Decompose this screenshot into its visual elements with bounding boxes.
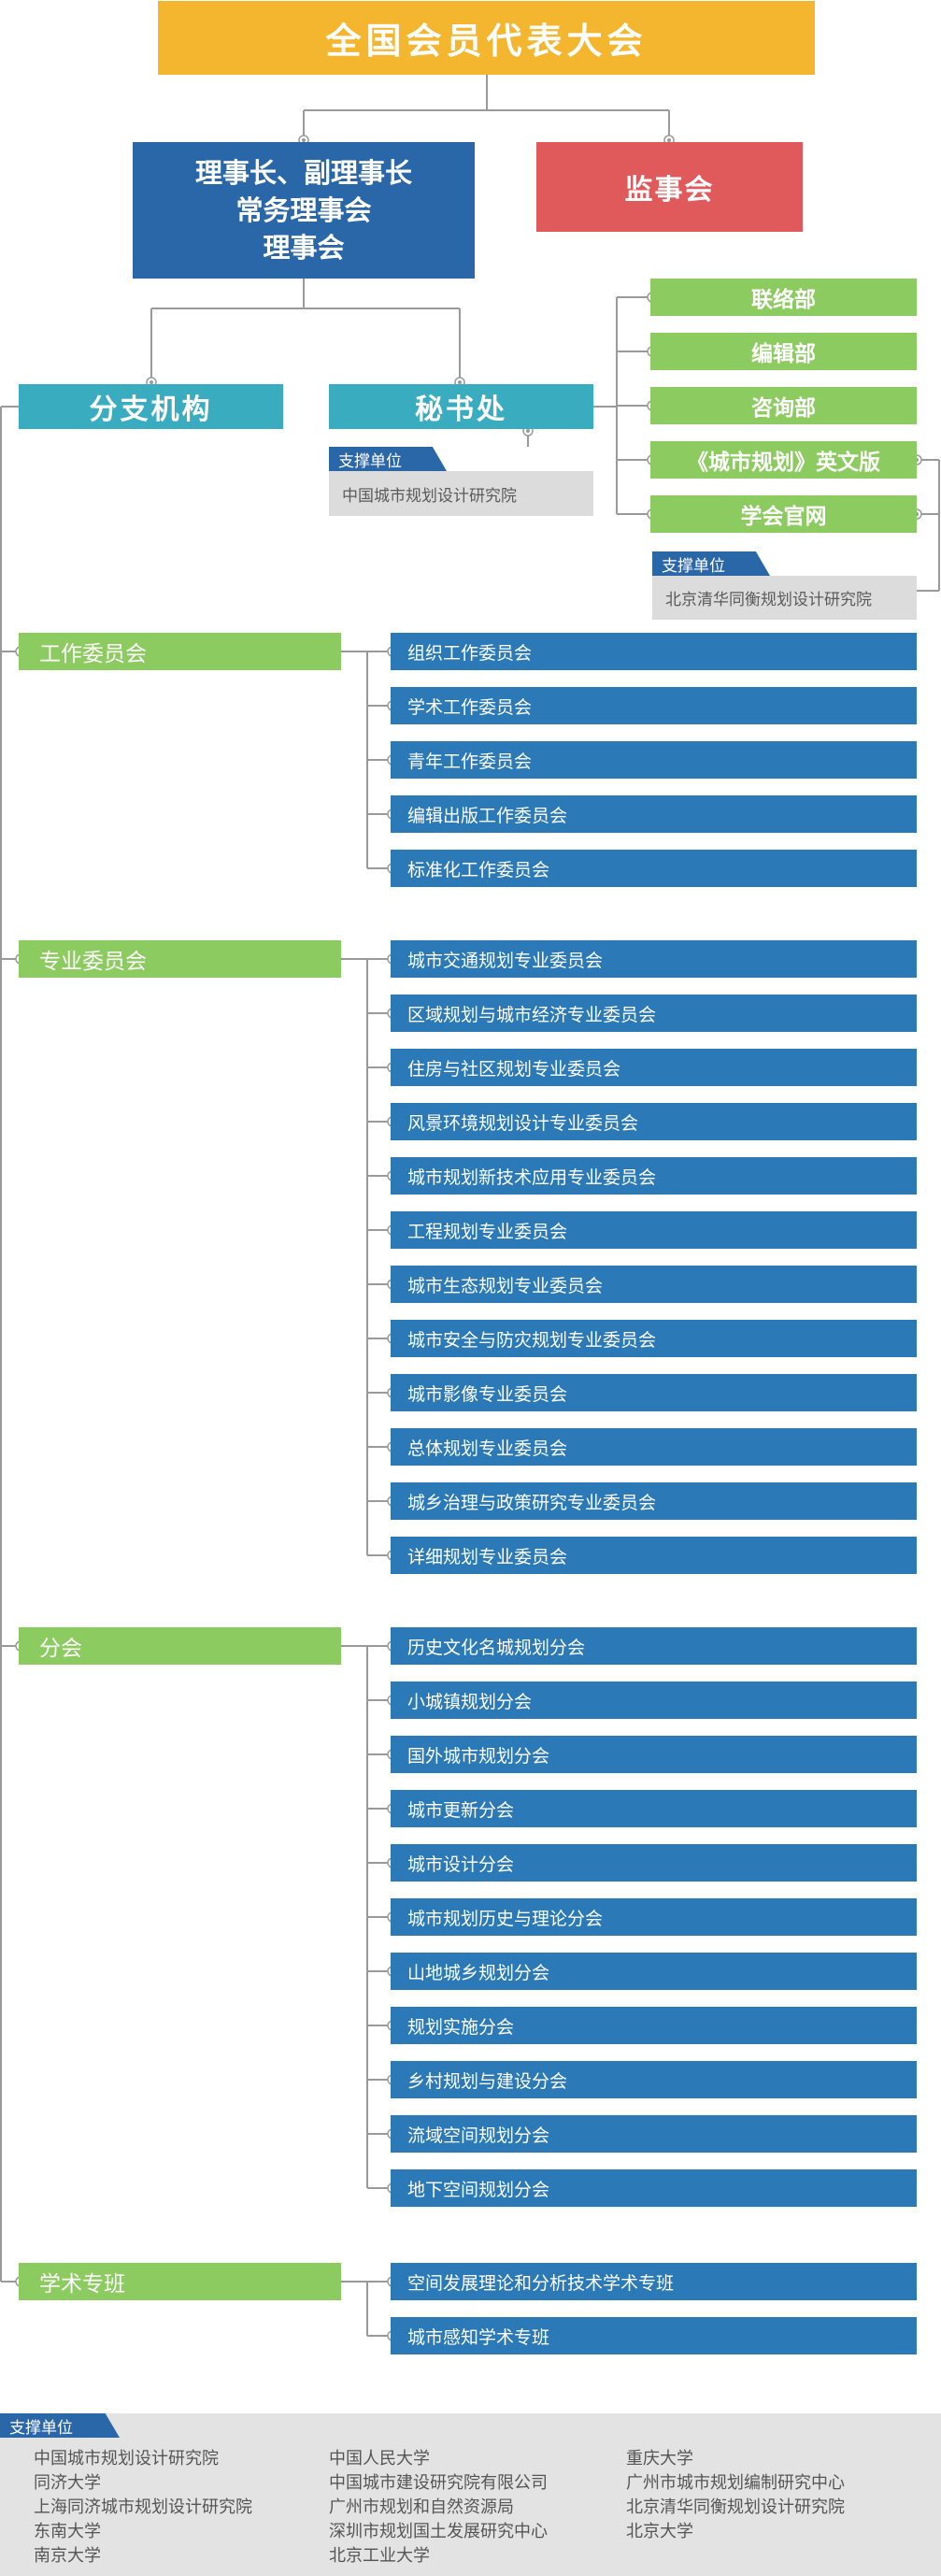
- group-3-item-5: 城市设计分会: [391, 1844, 917, 1882]
- council-box: 理事长、副理事长 常务理事会 理事会: [133, 142, 475, 279]
- group-2-item-9: 城市影像专业委员会: [391, 1374, 917, 1411]
- support-column-1: 中国城市规划设计研究院同济大学上海同济城市规划设计研究院东南大学南京大学: [34, 2447, 252, 2569]
- group-2-item-6: 工程规划专业委员会: [391, 1211, 917, 1249]
- supervisory-board-box: 监事会: [536, 142, 803, 232]
- secretariat-support-tag: 支撑单位: [329, 447, 447, 471]
- group-2-item-5: 城市规划新技术应用专业委员会: [391, 1157, 917, 1195]
- group-2-item-8: 城市安全与防灾规划专业委员会: [391, 1320, 917, 1357]
- support-unit-1-2: 同济大学: [34, 2473, 101, 2493]
- support-unit-2-2: 中国城市建设研究院有限公司: [329, 2473, 548, 2493]
- support-unit-1-1: 中国城市规划设计研究院: [34, 2449, 219, 2469]
- support-unit-2-3: 广州市规划和自然资源局: [329, 2497, 514, 2517]
- connector-dot-core: [302, 138, 306, 142]
- group-1-item-4: 编辑出版工作委员会: [391, 795, 917, 833]
- support-unit-2-1: 中国人民大学: [329, 2449, 430, 2469]
- group-label-3: 分会: [19, 1627, 341, 1665]
- connector-dot-core: [458, 380, 462, 384]
- group-2-item-7: 城市生态规划专业委员会: [391, 1266, 917, 1303]
- group-3-item-8: 规划实施分会: [391, 2007, 917, 2044]
- branch-box: 分支机构: [19, 384, 283, 429]
- group-4-item-2: 城市感知学术专班: [391, 2317, 917, 2354]
- department-2: 编辑部: [650, 333, 917, 370]
- group-3-item-9: 乡村规划与建设分会: [391, 2061, 917, 2098]
- group-4-item-1: 空间发展理论和分析技术学术专班: [391, 2263, 917, 2300]
- group-3-item-3: 国外城市规划分会: [391, 1736, 917, 1773]
- support-unit-3-2: 广州市城市规划编制研究中心: [626, 2473, 845, 2493]
- support-unit-2-4: 深圳市规划国土发展研究中心: [329, 2522, 548, 2541]
- support-unit-1-5: 南京大学: [34, 2546, 101, 2566]
- group-2-item-3: 住房与社区规划专业委员会: [391, 1049, 917, 1086]
- group-2-item-2: 区域规划与城市经济专业委员会: [391, 995, 917, 1032]
- support-unit-1-4: 东南大学: [34, 2522, 101, 2541]
- bottom-support-tag: 支撑单位: [0, 2413, 120, 2438]
- group-2-item-10: 总体规划专业委员会: [391, 1428, 917, 1466]
- group-1-item-1: 组织工作委员会: [391, 633, 917, 670]
- group-1-item-5: 标准化工作委员会: [391, 850, 917, 887]
- department-5: 学会官网: [650, 495, 917, 533]
- group-3-item-6: 城市规划历史与理论分会: [391, 1898, 917, 1936]
- group-label-4: 学术专班: [19, 2263, 341, 2300]
- support-column-3: 重庆大学广州市城市规划编制研究中心北京清华同衡规划设计研究院北京大学: [626, 2447, 845, 2544]
- group-2-item-4: 风景环境规划设计专业委员会: [391, 1103, 917, 1140]
- group-label-2: 专业委员会: [19, 940, 341, 978]
- group-label-1: 工作委员会: [19, 633, 341, 670]
- secretariat-box: 秘书处: [329, 384, 593, 429]
- council-line-1: 理事长、副理事长: [194, 157, 412, 189]
- department-support-tag: 支撑单位: [652, 551, 770, 576]
- group-3-item-7: 山地城乡规划分会: [391, 1953, 917, 1990]
- connector-dot-core: [150, 380, 153, 384]
- group-2-item-1: 城市交通规划专业委员会: [391, 940, 917, 978]
- group-3-item-2: 小城镇规划分会: [391, 1682, 917, 1719]
- council-line-3: 理事会: [263, 232, 345, 264]
- group-1-item-2: 学术工作委员会: [391, 687, 917, 724]
- department-1: 联络部: [650, 279, 917, 316]
- bottom-support-panel: 支撑单位 中国城市规划设计研究院同济大学上海同济城市规划设计研究院东南大学南京大…: [0, 2413, 941, 2576]
- department-4: 《城市规划》英文版: [650, 441, 917, 479]
- group-2-item-11: 城乡治理与政策研究专业委员会: [391, 1482, 917, 1520]
- support-unit-1-3: 上海同济城市规划设计研究院: [34, 2497, 252, 2517]
- secretariat-support-unit: 中国城市规划设计研究院: [329, 471, 593, 516]
- department-3: 咨询部: [650, 387, 917, 424]
- support-unit-3-1: 重庆大学: [626, 2449, 693, 2469]
- connector-dot-core: [526, 429, 530, 433]
- support-unit-2-5: 北京工业大学: [329, 2546, 430, 2566]
- group-3-item-1: 历史文化名城规划分会: [391, 1627, 917, 1665]
- support-unit-3-4: 北京大学: [626, 2522, 693, 2541]
- support-unit-3-3: 北京清华同衡规划设计研究院: [626, 2497, 845, 2517]
- support-column-2: 中国人民大学中国城市建设研究院有限公司广州市规划和自然资源局深圳市规划国土发展研…: [329, 2447, 548, 2569]
- national-congress-box: 全国会员代表大会: [158, 1, 815, 75]
- group-3-item-10: 流域空间规划分会: [391, 2115, 917, 2153]
- group-1-item-3: 青年工作委员会: [391, 741, 917, 779]
- group-3-item-4: 城市更新分会: [391, 1790, 917, 1827]
- council-line-2: 常务理事会: [235, 194, 372, 226]
- group-3-item-11: 地下空间规划分会: [391, 2169, 917, 2207]
- connector-dot-core: [667, 138, 671, 142]
- group-2-item-12: 详细规划专业委员会: [391, 1537, 917, 1574]
- department-support-unit: 北京清华同衡规划设计研究院: [652, 576, 917, 620]
